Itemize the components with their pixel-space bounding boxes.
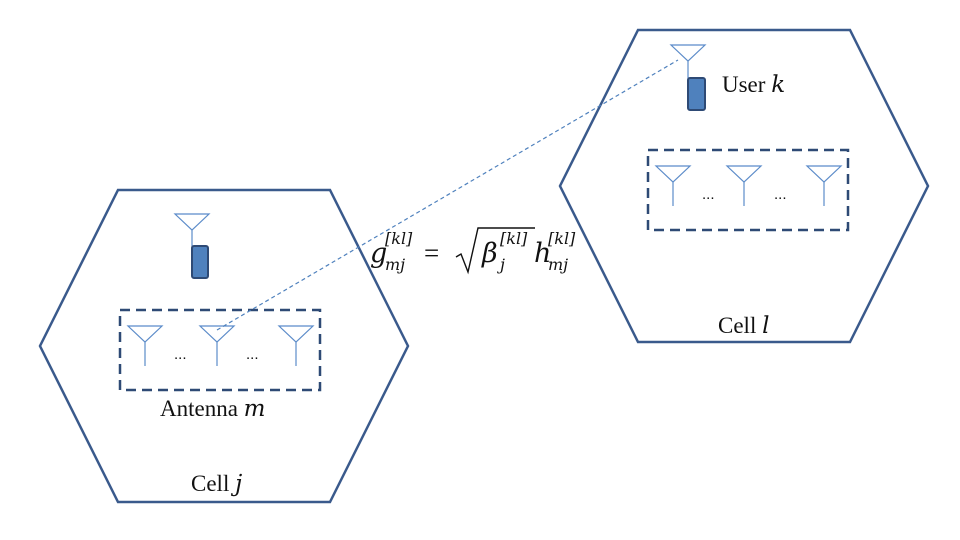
antenna-label: Antenna m: [160, 396, 265, 422]
equation-beta-sup: [kl]: [500, 229, 528, 248]
cell-j: ... ... Antenna m Cell j: [38, 188, 410, 504]
equation-g-sup: [kl]: [385, 229, 413, 248]
user-k-label: User k: [722, 72, 785, 98]
equation-h: h: [534, 238, 551, 269]
ellipsis: ...: [702, 186, 715, 203]
equation-g-sub: mj: [385, 255, 405, 274]
equation-h-sub: mj: [548, 255, 568, 274]
equation-h-sup: [kl]: [548, 229, 576, 248]
antenna-array-box: [118, 308, 322, 392]
ellipsis: ...: [246, 346, 259, 363]
ellipsis: ...: [774, 186, 787, 203]
antenna-icon: [655, 165, 691, 207]
cell-l-hexagon: [558, 28, 930, 344]
antenna-icon: [726, 165, 762, 207]
cell-j-label: Cell j: [191, 471, 242, 497]
equation-beta: β: [481, 238, 498, 269]
equation-g: g: [370, 238, 387, 269]
cell-l-label: Cell l: [718, 313, 769, 339]
channel-equation: g [kl] mj = β [kl] j h [kl] mj: [370, 227, 576, 275]
channel-link-line: [216, 59, 679, 331]
ellipsis: ...: [174, 346, 187, 363]
antenna-icon: [806, 165, 842, 207]
antenna-icon: [127, 325, 163, 367]
user-device-icon: [191, 245, 209, 279]
equation-equals: =: [424, 238, 439, 268]
antenna-icon: [278, 325, 314, 367]
sqrt-sign: [455, 227, 535, 275]
equation-beta-sub: j: [497, 255, 505, 274]
cell-l: User k ... ... Cell l: [558, 28, 930, 344]
antenna-array-box: [646, 148, 850, 232]
antenna-icon: [199, 325, 235, 367]
user-device-icon: [687, 77, 706, 111]
cell-j-hexagon: [38, 188, 410, 504]
